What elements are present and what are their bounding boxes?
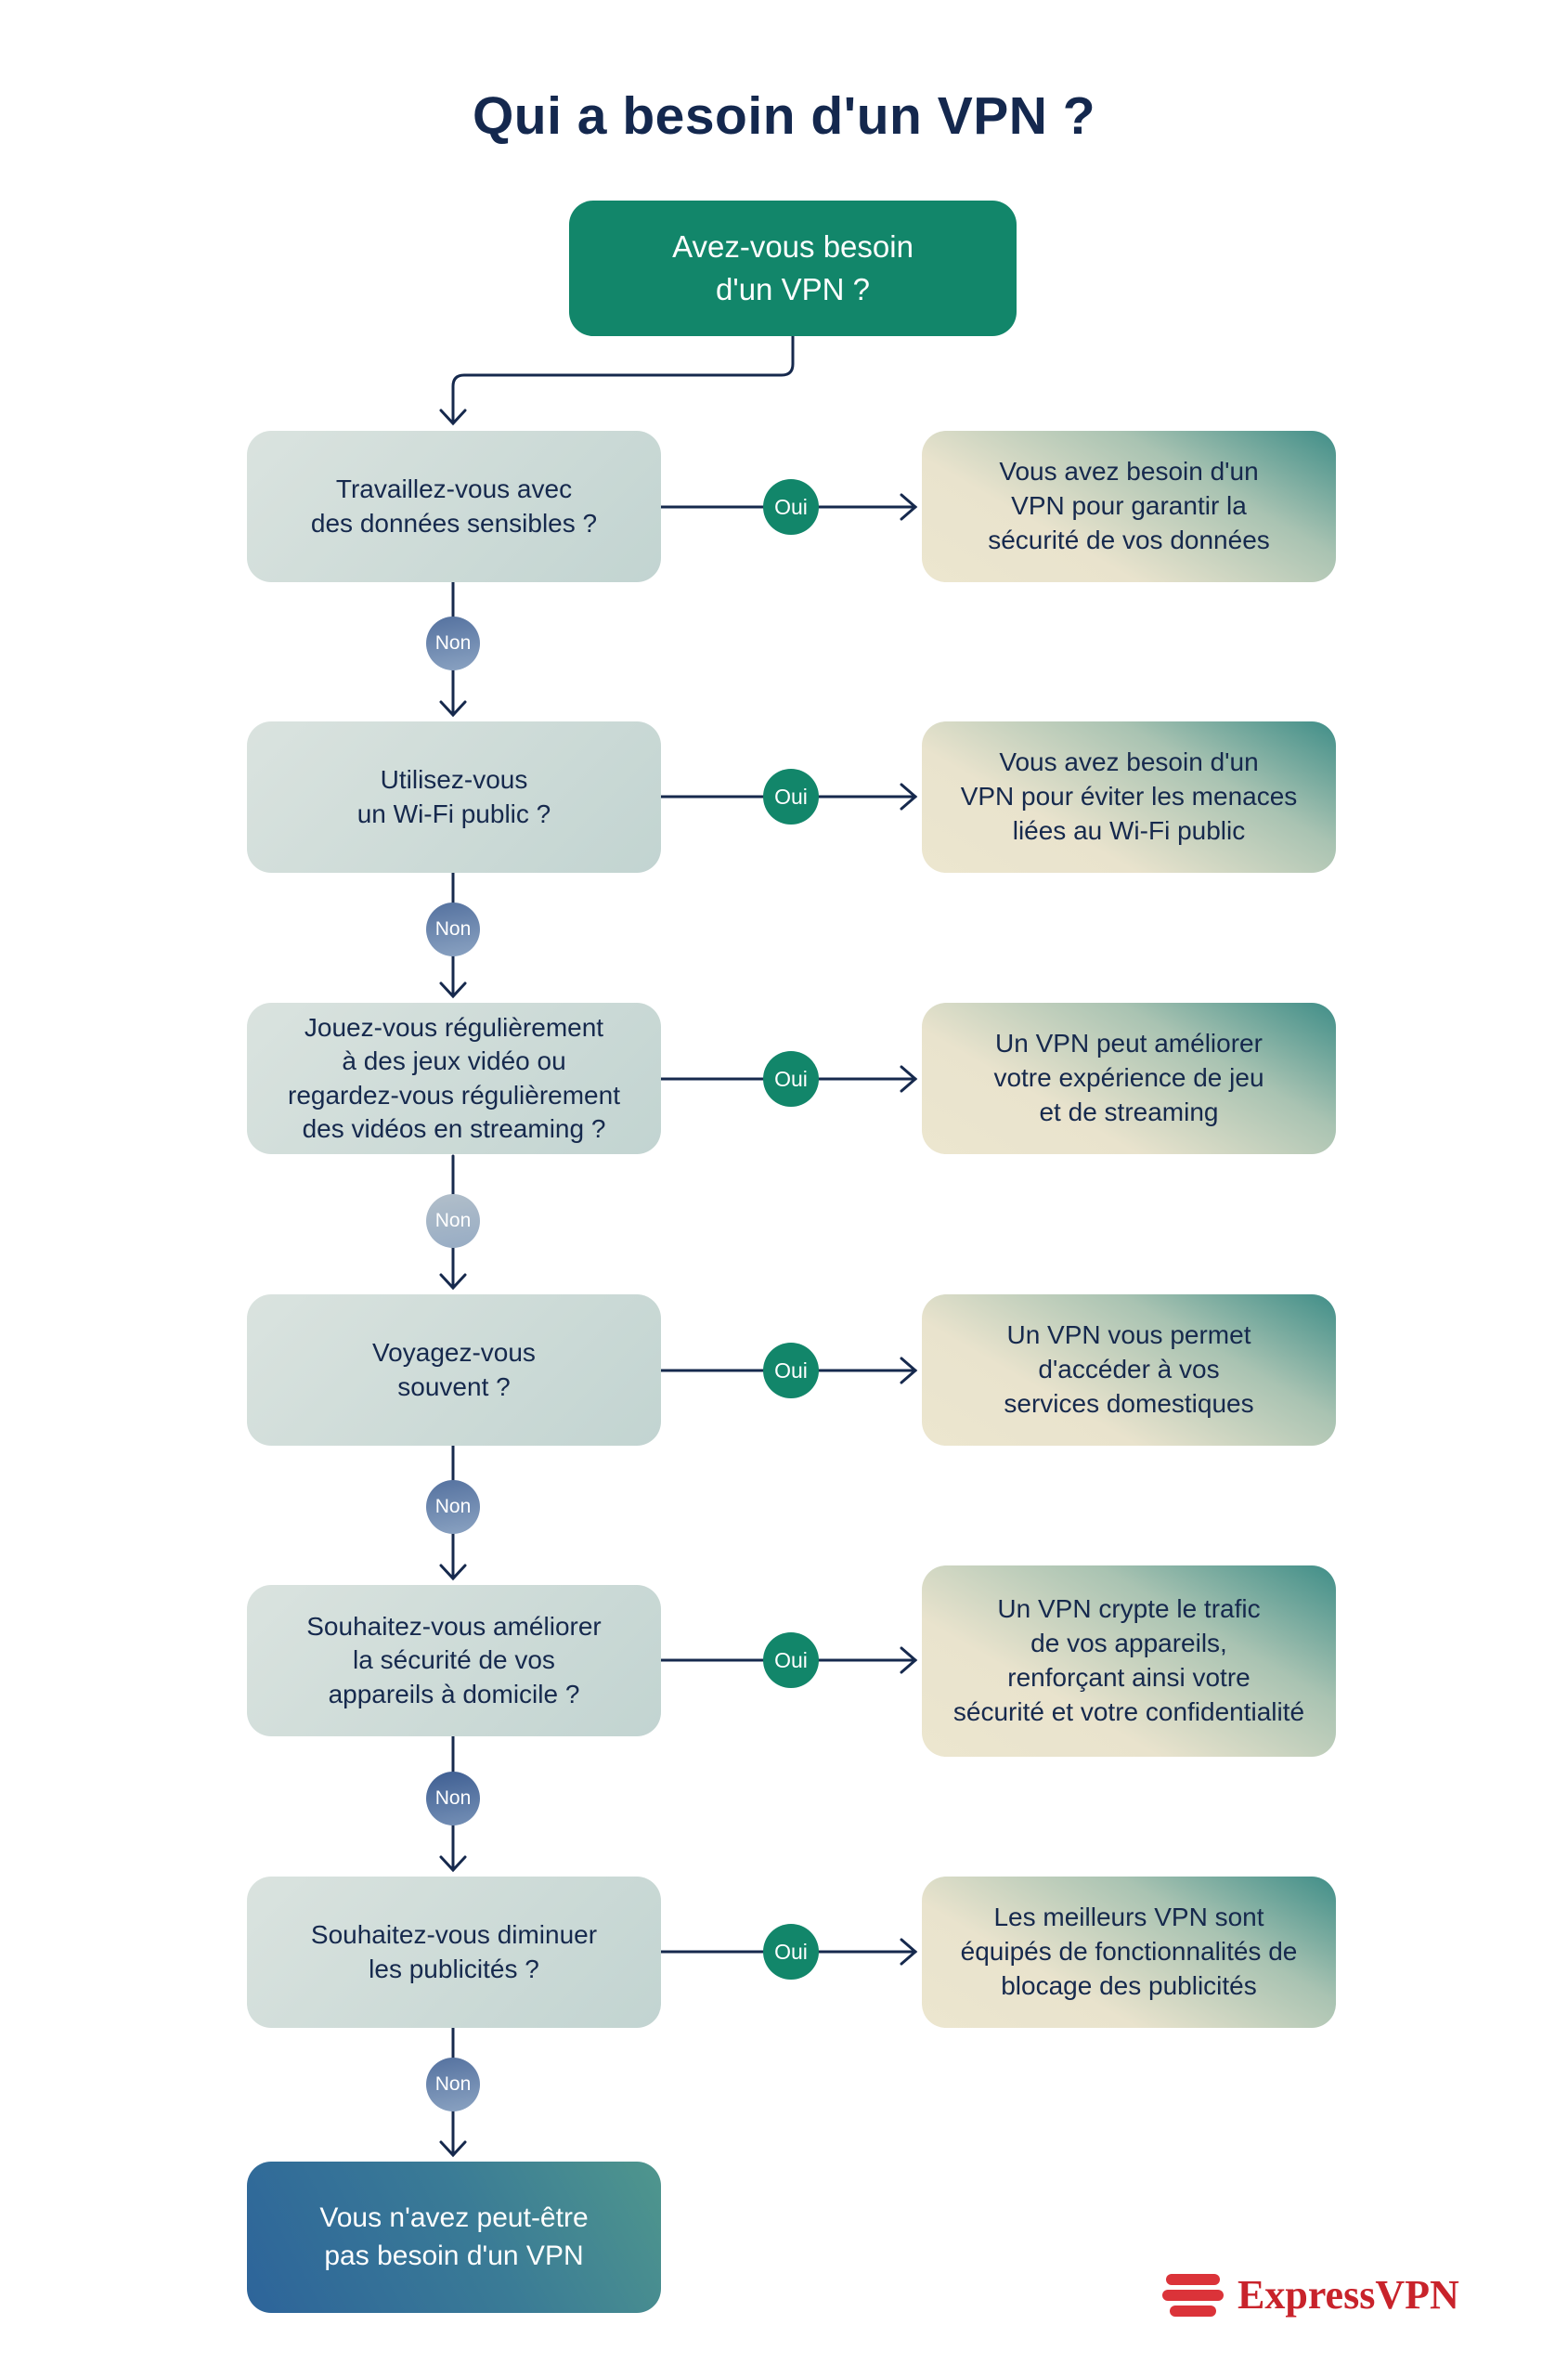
oui-badge-4: Oui bbox=[763, 1343, 819, 1398]
expressvpn-icon bbox=[1162, 2273, 1224, 2317]
answer-box-5: Un VPN crypte le trafic de vos appareils… bbox=[922, 1565, 1336, 1757]
page-title: Qui a besoin d'un VPN ? bbox=[472, 86, 1096, 146]
oui-badge-6: Oui bbox=[763, 1924, 819, 1980]
arrowhead-non-3 bbox=[439, 1273, 467, 1291]
question-box-2: Utilisez-vous un Wi-Fi public ? bbox=[247, 721, 661, 873]
arrowhead-non-2 bbox=[439, 981, 467, 999]
oui-badge-3: Oui bbox=[763, 1051, 819, 1107]
question-box-3: Jouez-vous régulièrement à des jeux vidé… bbox=[247, 1003, 661, 1154]
answer-text-6: Les meilleurs VPN sont équipés de foncti… bbox=[960, 1903, 1298, 2000]
question-box-6: Souhaitez-vous diminuer les publicités ? bbox=[247, 1877, 661, 2028]
arrowhead-non-1 bbox=[439, 700, 467, 718]
question-text-3: Jouez-vous régulièrement à des jeux vidé… bbox=[288, 1012, 620, 1143]
answer-text-2: Vous avez besoin d'un VPN pour éviter le… bbox=[960, 747, 1298, 845]
arrowhead-oui-6 bbox=[900, 1938, 918, 1966]
answer-text-4: Un VPN vous permet d'accéder à vos servi… bbox=[1004, 1320, 1254, 1418]
answer-box-2: Vous avez besoin d'un VPN pour éviter le… bbox=[922, 721, 1336, 873]
arrowhead-start bbox=[439, 409, 467, 426]
oui-badge-5: Oui bbox=[763, 1632, 819, 1688]
arrowhead-oui-5 bbox=[900, 1646, 918, 1674]
question-text-6: Souhaitez-vous diminuer les publicités ? bbox=[310, 1920, 598, 1983]
arrowhead-oui-3 bbox=[900, 1065, 918, 1093]
non-badge-3: Non bbox=[426, 1194, 480, 1248]
brand-logo: ExpressVPN bbox=[1162, 2271, 1459, 2319]
question-text-4: Voyagez-vous souvent ? bbox=[372, 1338, 536, 1401]
question-text-1: Travaillez-vous avec des données sensibl… bbox=[310, 474, 598, 538]
answer-box-1: Vous avez besoin d'un VPN pour garantir … bbox=[922, 431, 1336, 582]
question-box-1: Travaillez-vous avec des données sensibl… bbox=[247, 431, 661, 582]
question-text-2: Utilisez-vous un Wi-Fi public ? bbox=[356, 765, 551, 828]
arrowhead-oui-2 bbox=[900, 783, 918, 811]
arrowhead-oui-4 bbox=[900, 1357, 918, 1384]
non-badge-1: Non bbox=[426, 617, 480, 670]
arrowhead-non-5 bbox=[439, 1855, 467, 1873]
answer-box-3: Un VPN peut améliorer votre expérience d… bbox=[922, 1003, 1336, 1154]
start-node-label: Avez-vous besoin d'un VPN ? bbox=[672, 228, 914, 306]
question-text-5: Souhaitez-vous améliorer la sécurité de … bbox=[306, 1611, 602, 1708]
arrowhead-oui-1 bbox=[900, 493, 918, 521]
answer-box-4: Un VPN vous permet d'accéder à vos servi… bbox=[922, 1294, 1336, 1446]
answer-text-1: Vous avez besoin d'un VPN pour garantir … bbox=[988, 457, 1270, 554]
arrowhead-non-4 bbox=[439, 1564, 467, 1581]
non-badge-5: Non bbox=[426, 1772, 480, 1825]
answer-box-6: Les meilleurs VPN sont équipés de foncti… bbox=[922, 1877, 1336, 2028]
question-box-5: Souhaitez-vous améliorer la sécurité de … bbox=[247, 1585, 661, 1736]
question-box-4: Voyagez-vous souvent ? bbox=[247, 1294, 661, 1446]
non-badge-6: Non bbox=[426, 2058, 480, 2111]
start-node: Avez-vous besoin d'un VPN ? bbox=[569, 201, 1017, 336]
arrowhead-non-6 bbox=[439, 2140, 467, 2158]
end-node: Vous n'avez peut-être pas besoin d'un VP… bbox=[247, 2162, 661, 2313]
end-node-label: Vous n'avez peut-être pas besoin d'un VP… bbox=[319, 2202, 589, 2271]
oui-badge-1: Oui bbox=[763, 479, 819, 535]
non-badge-4: Non bbox=[426, 1480, 480, 1534]
connector-start bbox=[451, 334, 795, 424]
answer-text-5: Un VPN crypte le trafic de vos appareils… bbox=[952, 1594, 1305, 1726]
non-badge-2: Non bbox=[426, 903, 480, 956]
answer-text-3: Un VPN peut améliorer votre expérience d… bbox=[993, 1029, 1264, 1126]
oui-badge-2: Oui bbox=[763, 769, 819, 825]
brand-name: ExpressVPN bbox=[1238, 2272, 1459, 2318]
